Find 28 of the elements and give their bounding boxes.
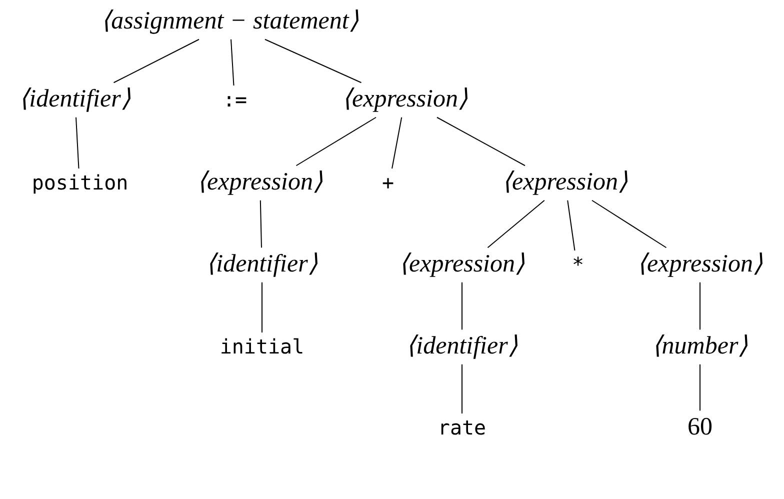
terminal-label: position: [30, 168, 130, 198]
tree-branch: [392, 116, 402, 169]
nonterminal-label: ⟨expression⟩: [397, 248, 527, 282]
number-label: 60: [686, 410, 714, 446]
nonterminal-label: ⟨identifier⟩: [204, 248, 320, 282]
tree-branch: [296, 116, 376, 166]
tree-branch: [592, 200, 667, 248]
nonterminal-label: ⟨identifier⟩: [404, 330, 520, 364]
nonterminal-label: ⟨expression⟩: [340, 82, 470, 118]
tree-branch: [487, 200, 545, 248]
nonterminal-label: ⟨number⟩: [650, 330, 750, 364]
nonterminal-label: ⟨expression⟩: [195, 166, 325, 200]
nonterminal-label: ⟨identifier⟩: [17, 82, 133, 118]
tree-branch: [76, 116, 80, 169]
tree-branch: [260, 200, 262, 248]
tree-branch: [436, 116, 526, 166]
tree-branch: [113, 38, 200, 84]
terminal-label: rate: [436, 414, 488, 442]
tree-branch: [567, 200, 576, 251]
terminal-label: +: [380, 168, 396, 198]
terminal-label: initial: [218, 332, 306, 362]
terminal-label: *: [570, 250, 586, 280]
nonterminal-label: ⟨expression⟩: [500, 166, 630, 200]
terminal-label: :=: [220, 86, 250, 114]
tree-branch: [230, 38, 234, 86]
nonterminal-label: ⟨expression⟩: [635, 248, 765, 282]
nonterminal-label: ⟨assignment − statement⟩: [99, 4, 361, 40]
tree-branch: [264, 38, 362, 84]
